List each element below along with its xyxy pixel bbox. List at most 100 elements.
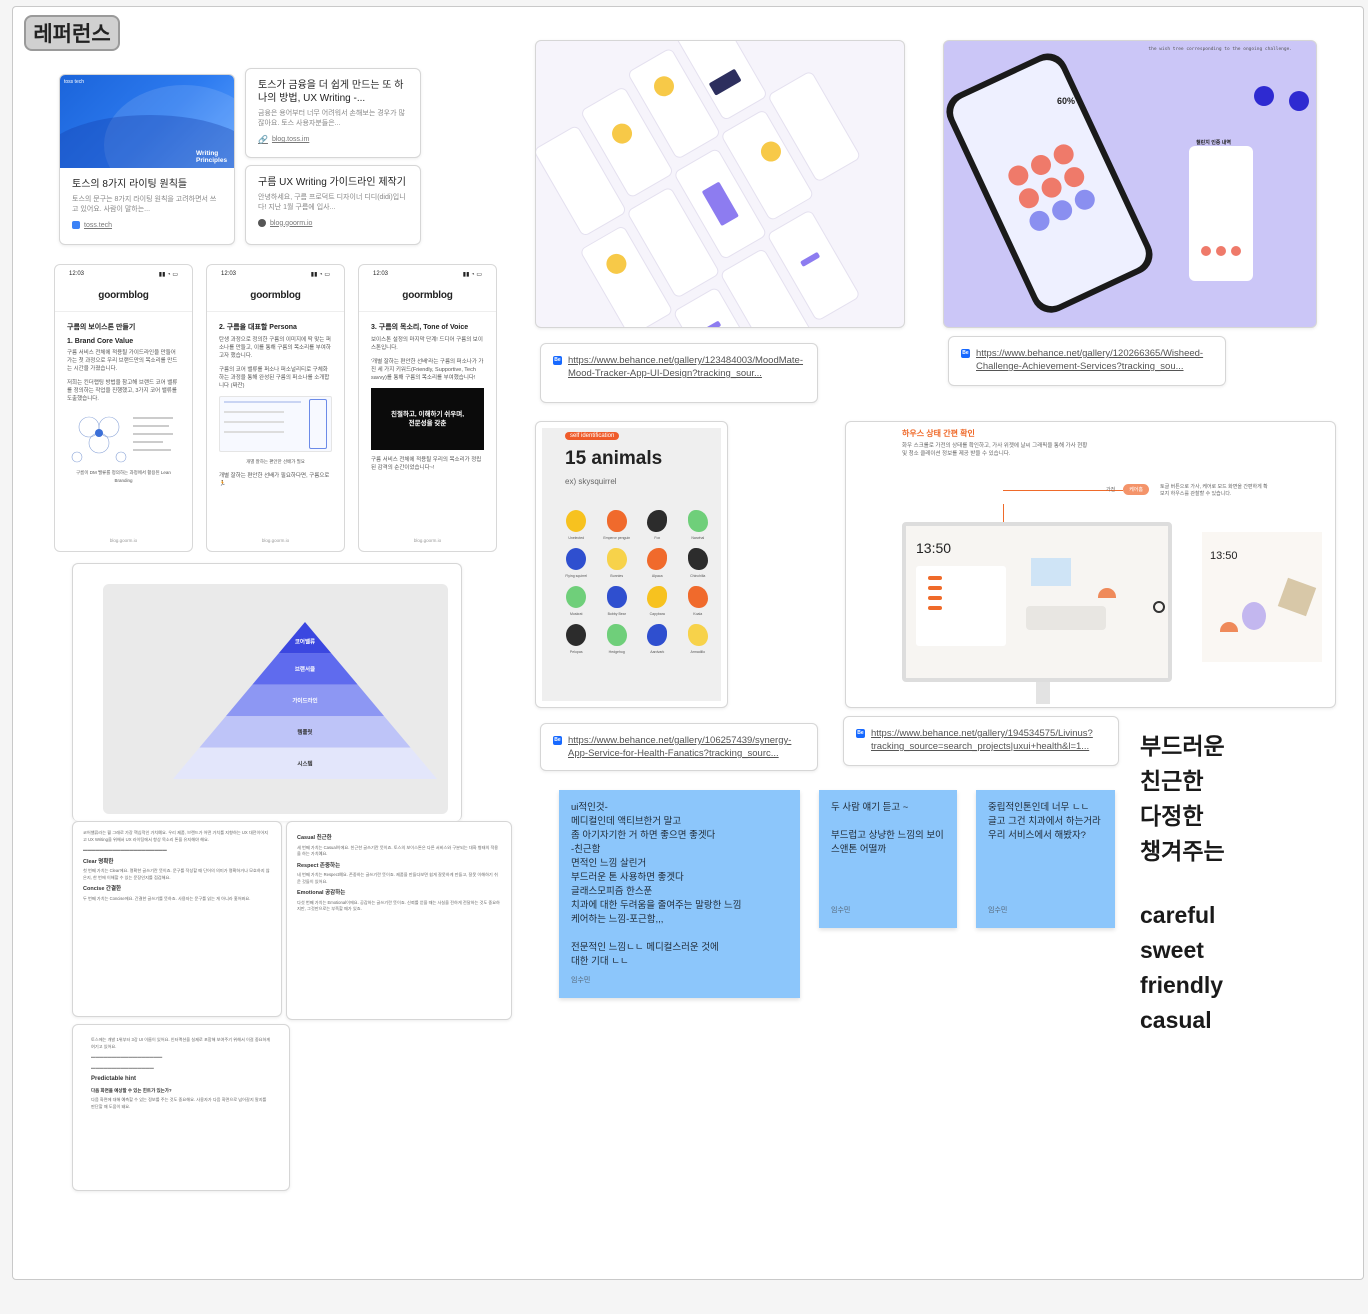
phone-caption: 개별 잘하는 편안한 선배가 필요하다면, 구름으로 🏃	[219, 473, 330, 487]
animal-blob-icon	[566, 548, 587, 570]
toss-doc-card-b[interactable]: Casual 친근한 세 번째 가치는 Casual이에요. 친근한 글쓰기란 …	[286, 821, 512, 1020]
behance-icon: Be	[553, 736, 562, 745]
animals-title: 15 animals	[565, 448, 663, 469]
animal-label: Bobby Bear	[607, 612, 626, 616]
synergy-url[interactable]: https://www.behance.net/gallery/10625743…	[568, 735, 792, 759]
animal-label: Aardvark	[650, 650, 665, 654]
toss-banner: toss tech Writing Principles	[60, 75, 234, 168]
sticky-note-2[interactable]: 두 사람 얘기 듣고 ~ 부드럽고 상냥한 느낌의 보이 스앤톤 어떨까 임수민	[819, 790, 957, 928]
keyword-en-2[interactable]: sweet	[1140, 937, 1204, 963]
toss-link-card[interactable]: toss tech Writing Principles 토스의 8가지 라이팅…	[59, 74, 235, 245]
animal-item: Capybara	[637, 586, 678, 616]
doc-b-section-body: 네 번째 가치는 Respect예요. 존중하는 글쓰기란 뜻이죠. 제품을 만…	[297, 872, 498, 884]
animal-blob-icon	[647, 624, 668, 646]
status-icons: ▮▮ ◔ ▭	[310, 272, 330, 278]
pyramid-layer-label: 템플릿	[297, 728, 312, 736]
keyword-en-4[interactable]: casual	[1140, 1007, 1212, 1033]
keyword-ko-1[interactable]: 부드러운	[1140, 733, 1225, 759]
animal-label: Flying squirrel	[565, 574, 588, 578]
moodmate-url-card[interactable]: Be https://www.behance.net/gallery/12348…	[540, 343, 818, 403]
animal-item: Muskrat	[556, 586, 597, 616]
wisheed-image[interactable]: the wish tree corresponding to the ongoi…	[943, 40, 1317, 328]
house-toggle[interactable]: 가전 케어홈	[1101, 484, 1150, 495]
toss-doc-card-c[interactable]: 토스에는 개발 1위부터 3강 UI 이름이 있어요. 인터랙션을 실제로 포함…	[72, 1024, 290, 1191]
synergy-url-card[interactable]: Be https://www.behance.net/gallery/10625…	[540, 723, 818, 771]
animals-badge: self identification	[565, 432, 620, 440]
goorm-phone-2[interactable]: 12:03▮▮ ◔ ▭ goormblog 2. 구름을 대표할 Persona…	[206, 264, 345, 552]
animal-item: Pelopas	[556, 624, 597, 654]
animal-blob-icon	[566, 586, 587, 608]
toggle-appliance[interactable]: 가전	[1106, 487, 1116, 493]
monitor-time: 13:50	[916, 540, 952, 556]
status-icons: ▮▮ ◔ ▭	[158, 272, 178, 278]
animal-item: Aardvark	[637, 624, 678, 654]
link-card-2-desc: 안녕하세요, 구름 프로덕트 디자이너 디디(didi)입니다! 지난 1월 구…	[258, 194, 406, 211]
pyramid-layer-label: 가이드라인	[292, 697, 317, 705]
sticky-note-3-text: 중립적인톤인데 너무 ㄴㄴ 글고 그건 치과에서 하는거라 우리 서비스에서 해…	[988, 802, 1101, 841]
toss-banner-text: Writing Principles	[196, 150, 228, 164]
phone-text-2: 구름의 코어 밸류를 퍼소나 퍼소널리티로 구체화하는 과정을 통해 완성된 구…	[219, 367, 330, 389]
house-side-note: 토글 버튼으로 가사, 케어로 모드 화면을 간편하게 확보지 하우스를 관찰할…	[1160, 484, 1268, 497]
livinus-image[interactable]: 하우스 상태 간편 확인 화우 스크롤로 가전의 상태를 확인하고, 가사 위젯…	[845, 421, 1336, 708]
animals-image[interactable]: self identification 15 animals ex) skysq…	[535, 421, 728, 708]
keyword-ko-4[interactable]: 챙겨주는	[1140, 838, 1225, 864]
phone-text-2: 저희는 킨더랩팅 방법을 참고해 브랜드 코어 밸류를 정의하는 작업을 진행했…	[67, 380, 178, 402]
side-phone-time: 13:50	[1210, 550, 1238, 562]
doc-c-filler: ▬▬▬▬▬▬▬▬▬▬▬▬▬▬▬	[91, 1064, 154, 1070]
doc-a-section-title: Clear 명확한	[83, 858, 114, 865]
keyword-ko-2[interactable]: 친근한	[1140, 768, 1204, 794]
section-title[interactable]: 레퍼런스	[24, 15, 120, 51]
doc-a-section-body: 두 번째 가치는 Concise에요. 간결한 글쓰기를 뜻하죠. 사용자는 문…	[83, 895, 251, 901]
behance-icon: Be	[961, 349, 970, 358]
goorm-phone-1[interactable]: 12:03▮▮ ◔ ▭ goormblog 구름의 보이스톤 만들기 1. Br…	[54, 264, 193, 552]
sticky-note-author: 임수민	[988, 907, 1008, 914]
sticky-note-3[interactable]: 중립적인톤인데 너무 ㄴㄴ 글고 그건 치과에서 하는거라 우리 서비스에서 해…	[976, 790, 1115, 928]
livinus-url[interactable]: https://www.behance.net/gallery/19453457…	[871, 728, 1093, 752]
phone-text-1: 구름 서비스 전체에 적용될 가이드라인을 만들어가는 첫 과정으로 우리 브랜…	[67, 350, 178, 372]
monitor-frame: 13:50	[902, 522, 1172, 682]
doc-b-section-title: Casual 친근한	[297, 835, 332, 841]
moodmate-url[interactable]: https://www.behance.net/gallery/12348400…	[568, 355, 804, 379]
pyramid-layer	[252, 653, 358, 685]
link-card-2-source[interactable]: blog.goorm.io	[270, 219, 313, 227]
link-card-1-source[interactable]: blog.toss.im	[271, 136, 310, 143]
animal-blob-icon	[647, 510, 668, 532]
wisheed-url[interactable]: https://www.behance.net/gallery/12026636…	[976, 348, 1204, 372]
link-card-1-desc: 금융은 용어부터 너무 어려워서 손해보는 경우가 많잖아요. 토스 사용자분들…	[258, 110, 405, 127]
pyramid-layer-label: 시스템	[297, 759, 312, 767]
animal-label: Capybara	[649, 612, 665, 616]
keyword-en-1[interactable]: careful	[1140, 902, 1216, 928]
livinus-url-card[interactable]: Be https://www.behance.net/gallery/19453…	[843, 716, 1119, 766]
doc-a-section-title: Concise 간결한	[83, 886, 122, 892]
doc-b-section-title: Emotional 공감하는	[297, 890, 346, 896]
animal-item: Armadillo	[678, 624, 719, 654]
animal-label: Koala	[693, 612, 703, 616]
moodmate-image[interactable]	[535, 40, 905, 328]
toggle-carehome[interactable]: 케어홈	[1123, 484, 1150, 495]
keyword-ko-3[interactable]: 다정한	[1140, 803, 1204, 829]
wisheed-url-card[interactable]: Be https://www.behance.net/gallery/12026…	[948, 336, 1226, 386]
sticky-note-2-text: 두 사람 얘기 듣고 ~ 부드럽고 상냥한 느낌의 보이 스앤톤 어떨까	[831, 802, 944, 855]
doc-a-filler: ▬▬▬▬▬▬▬▬▬▬▬▬▬▬▬▬▬▬▬▬	[83, 847, 167, 852]
wisheed-top-text: the wish tree corresponding to the ongoi…	[1148, 47, 1292, 52]
doc-c-section-body: 다음 화면에 대해 예측할 수 있는 정보를 주는 것도 중요해요. 사용자가 …	[91, 1097, 267, 1109]
status-time: 12:03	[69, 271, 85, 277]
moodmate-screens-illustration	[536, 41, 860, 327]
pyramid-layer	[199, 716, 411, 748]
doc-c-section-sub: 다음 화면을 예상할 수 있는 힌트가 있는가?	[91, 1087, 172, 1093]
goorm-uxwriting-link-card[interactable]: 구름 UX Writing 가이드라인 제작기 안녕하세요, 구름 프로덕트 디…	[245, 165, 421, 245]
goorm-phone-3[interactable]: 12:03▮▮ ◔ ▭ goormblog 3. 구름의 목소리, Tone o…	[358, 264, 497, 552]
phone-subheading: 1. Brand Core Value	[67, 338, 134, 345]
status-time: 12:03	[221, 271, 237, 277]
toss-uxwriting-link-card[interactable]: 토스가 금융을 더 쉽게 만드는 또 하나의 방법, UX Writing -.…	[245, 68, 421, 158]
animal-blob-icon	[566, 624, 587, 646]
toss-doc-card-a[interactable]: 코어밸류라는 뭘 그래로 가장 핵심적인 가치예요. 우리 제품, 브랜드가 어…	[72, 821, 282, 1017]
goormblog-logo: goormblog	[207, 284, 344, 312]
sticky-note-1[interactable]: ui적인것- 메디컬인데 액티브한거 말고 좀 아기자기한 거 하면 좋으면 좋…	[559, 790, 800, 998]
sticky-note-author: 임수민	[831, 907, 851, 914]
toss-card-source[interactable]: toss.tech	[84, 221, 113, 229]
wisheed-phone-title: 챌린지 인증 내역	[1196, 140, 1231, 146]
animal-item: Fox	[637, 510, 678, 540]
keyword-en-3[interactable]: friendly	[1140, 972, 1224, 998]
